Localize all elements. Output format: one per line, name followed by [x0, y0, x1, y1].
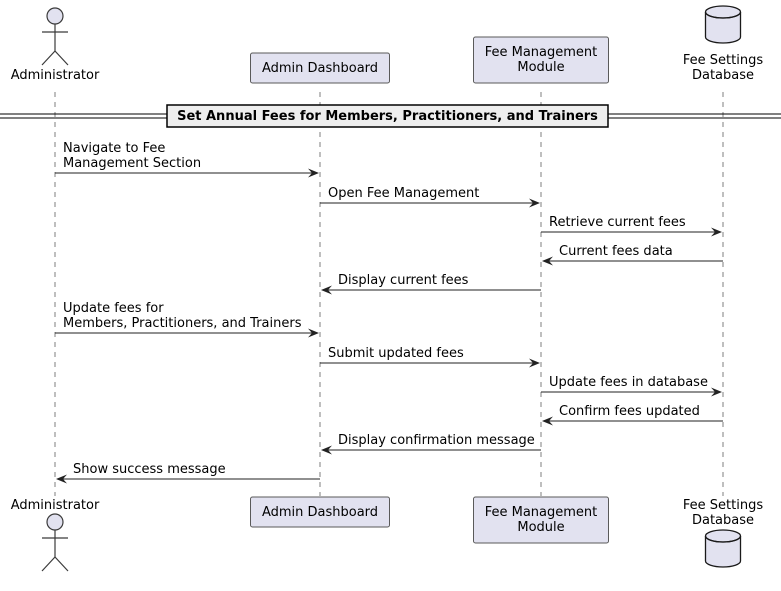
message-9: Confirm fees updated	[542, 404, 723, 426]
participant-dashboard-bottom: Admin Dashboard	[250, 496, 390, 528]
participant-box	[473, 496, 609, 544]
message-label: Management Section	[63, 156, 201, 171]
message-label: Current fees data	[559, 244, 673, 259]
section-divider: Set Annual Fees for Members, Practitione…	[0, 104, 781, 128]
actor-head	[46, 513, 64, 531]
message-label: Display current fees	[338, 273, 469, 288]
message-7: Submit updated fees	[320, 346, 540, 368]
arrowhead-icon	[542, 256, 553, 266]
arrowhead-icon	[308, 328, 319, 338]
participant-label: Module	[517, 60, 564, 75]
message-label: Retrieve current fees	[549, 215, 686, 230]
participant-label: Database	[692, 513, 754, 528]
message-10: Display confirmation message	[321, 433, 541, 455]
arrowhead-icon	[321, 445, 332, 455]
message-8: Update fees in database	[541, 375, 722, 397]
participant-label: Administrator	[11, 68, 100, 83]
arrowhead-icon	[542, 416, 553, 426]
message-label: Confirm fees updated	[559, 404, 700, 419]
participant-label: Fee Management	[485, 505, 598, 520]
participant-label: Fee Settings	[683, 498, 763, 513]
message-label: Submit updated fees	[328, 346, 464, 361]
database-body	[704, 12, 742, 44]
participant-admin-top: Administrator	[11, 7, 100, 83]
message-5: Display current fees	[321, 273, 541, 295]
participant-dashboard-top: Admin Dashboard	[250, 52, 390, 84]
participant-label: Fee Management	[485, 45, 598, 60]
participant-box	[250, 496, 390, 528]
participant-label: Database	[692, 68, 754, 83]
arrowhead-icon	[56, 474, 67, 484]
arrowhead-icon	[529, 198, 540, 208]
message-2: Open Fee Management	[320, 186, 540, 208]
message-label: Show success message	[73, 462, 226, 477]
message-3: Retrieve current fees	[541, 215, 722, 237]
arrowhead-icon	[308, 168, 319, 178]
participant-label: Fee Settings	[683, 53, 763, 68]
participant-admin-bottom: Administrator	[11, 498, 100, 572]
participant-box	[250, 52, 390, 84]
participant-box	[473, 36, 609, 84]
arrowhead-icon	[711, 387, 722, 397]
message-label: Display confirmation message	[338, 433, 535, 448]
actor-head	[46, 7, 64, 25]
participant-label: Admin Dashboard	[262, 505, 378, 520]
message-11: Show success message	[56, 462, 320, 484]
divider-label: Set Annual Fees for Members, Practitione…	[177, 109, 598, 124]
arrowhead-icon	[711, 227, 722, 237]
participant-label: Admin Dashboard	[262, 61, 378, 76]
message-label: Update fees for	[63, 301, 164, 316]
message-4: Current fees data	[542, 244, 723, 266]
message-label: Update fees in database	[549, 375, 708, 390]
database-body	[704, 536, 742, 568]
arrowhead-icon	[321, 285, 332, 295]
arrowhead-icon	[529, 358, 540, 368]
participant-label: Administrator	[11, 498, 100, 513]
participant-label: Module	[517, 520, 564, 535]
message-label: Navigate to Fee	[63, 141, 165, 156]
message-label: Open Fee Management	[328, 186, 479, 201]
message-label: Members, Practitioners, and Trainers	[63, 316, 302, 331]
